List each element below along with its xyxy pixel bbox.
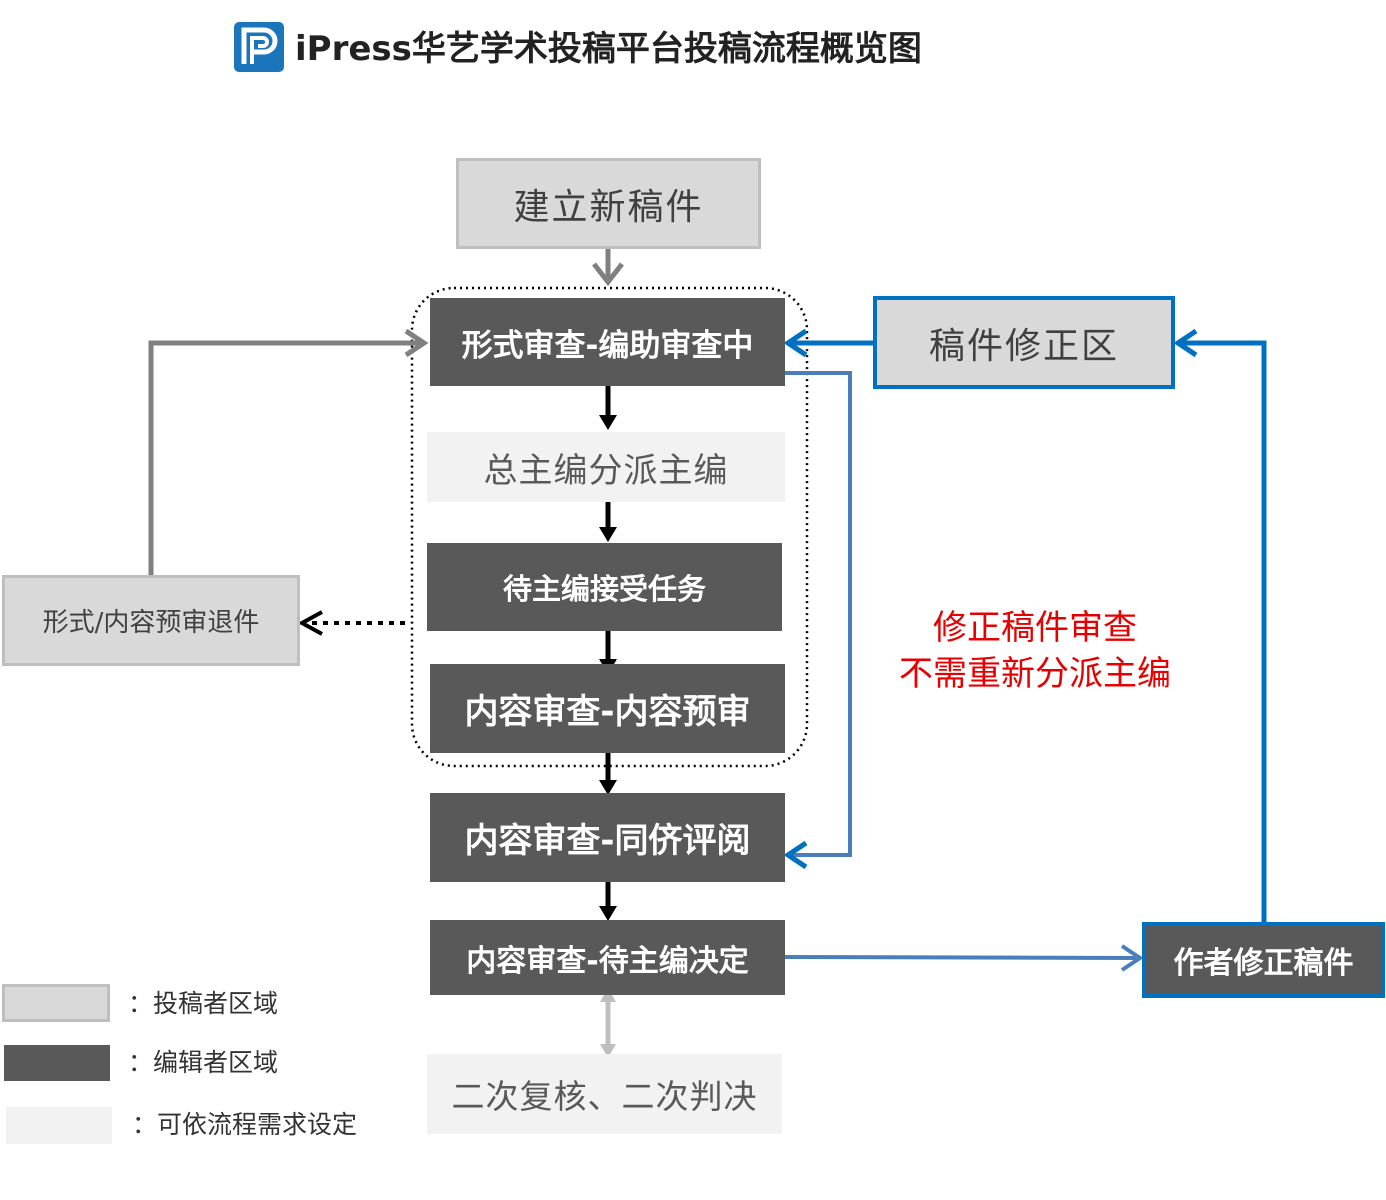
node-editor-decision: 内容审查-待主编决定 bbox=[430, 920, 785, 995]
legend-swatch-optional bbox=[6, 1107, 112, 1144]
arrow-decision-to-author-revise bbox=[783, 944, 1144, 972]
arrow-return-to-format bbox=[148, 328, 429, 576]
revision-note-line1: 修正稿件审查 bbox=[933, 608, 1137, 648]
node-assign-editor: 总主编分派主编 bbox=[427, 432, 785, 502]
legend-swatch-editor bbox=[4, 1045, 110, 1081]
arrow-prereview-to-peer bbox=[599, 752, 617, 795]
arrow-peer-to-decision bbox=[599, 882, 617, 921]
legend-label-optional: ：可依流程需求设定 bbox=[132, 1110, 358, 1139]
node-content-prereview: 内容审查-内容预审 bbox=[430, 664, 785, 753]
node-format-review: 形式审查-编助审查中 bbox=[430, 298, 785, 386]
arrow-format-to-peer bbox=[783, 371, 852, 870]
legend-swatch-author bbox=[2, 984, 110, 1022]
node-revision-zone: 稿件修正区 bbox=[873, 296, 1175, 389]
ipress-logo-icon bbox=[234, 22, 284, 72]
revision-note: 修正稿件审查 不需重新分派主编 bbox=[860, 605, 1210, 697]
arrow-assign-to-accept bbox=[599, 501, 617, 542]
legend-label-editor: ：编辑者区域 bbox=[128, 1048, 279, 1077]
arrow-revision-to-format bbox=[783, 328, 877, 358]
node-create-manuscript: 建立新稿件 bbox=[456, 158, 761, 249]
node-author-revise: 作者修正稿件 bbox=[1142, 922, 1385, 998]
page-title: iPress华艺学术投稿平台投稿流程概览图 bbox=[295, 29, 922, 69]
revision-note-line2: 不需重新分派主编 bbox=[899, 654, 1171, 694]
legend-label-author: ：投稿者区域 bbox=[128, 989, 279, 1018]
node-await-accept: 待主编接受任务 bbox=[427, 543, 782, 631]
node-return-manuscript: 形式/内容预审退件 bbox=[2, 575, 300, 666]
arrow-decision-second-round bbox=[600, 988, 616, 1058]
arrow-dotted-to-return bbox=[297, 610, 405, 636]
dotted-group-frame bbox=[410, 286, 809, 768]
node-peer-review: 内容审查-同侪评阅 bbox=[430, 793, 785, 882]
arrow-format-to-assign bbox=[599, 386, 617, 430]
arrow-author-revise-to-revision bbox=[1173, 328, 1267, 922]
node-second-round: 二次复核、二次判决 bbox=[427, 1054, 782, 1134]
